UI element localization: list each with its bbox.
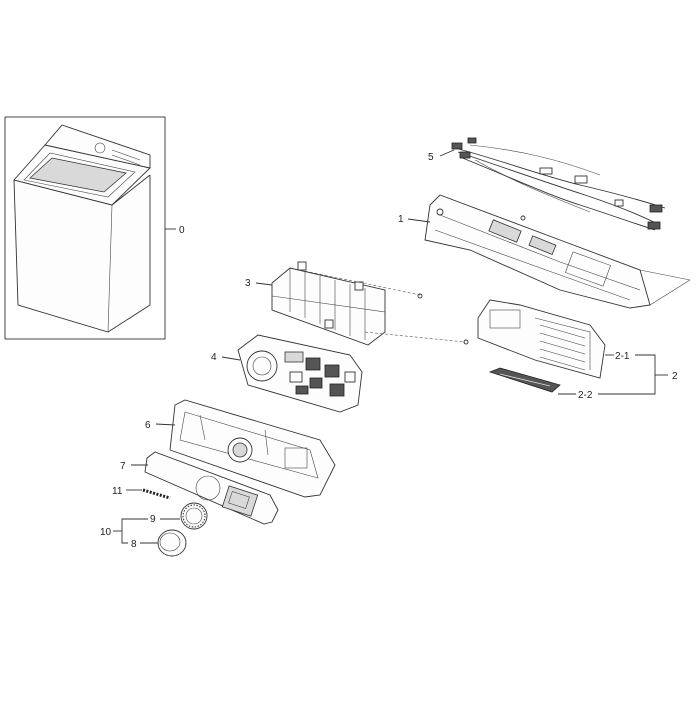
part-label-9: 9 xyxy=(150,514,156,525)
control-panel-frame xyxy=(424,194,651,309)
part-label-1: 1 xyxy=(398,214,404,225)
pcb-strip xyxy=(488,367,561,393)
part-label-2-2: 2-2 xyxy=(578,390,593,401)
part-label-0: 0 xyxy=(179,225,185,236)
knob-ring xyxy=(180,502,208,530)
knob-cap xyxy=(157,529,187,557)
washer-inset xyxy=(4,116,166,340)
part-label-2-1: 2-1 xyxy=(615,351,630,362)
wire-harness xyxy=(451,137,666,231)
bracket-2 xyxy=(598,354,656,395)
part-label-2: 2 xyxy=(672,371,678,382)
washer-cabinet xyxy=(13,175,151,333)
leader-line-1 xyxy=(407,218,431,223)
decor-panel xyxy=(144,451,279,525)
washer-inset-frame xyxy=(4,116,166,340)
part-label-4: 4 xyxy=(211,352,217,363)
pcb-cover xyxy=(271,261,386,346)
lens-strip xyxy=(142,488,171,500)
part-label-7: 7 xyxy=(120,461,126,472)
pcb-case xyxy=(477,299,606,379)
main-pcb-assembly xyxy=(237,334,363,413)
part-label-8: 8 xyxy=(131,539,137,550)
leader-line-4 xyxy=(221,356,241,361)
control-panel-housing xyxy=(169,399,336,498)
part-label-3: 3 xyxy=(245,278,251,289)
washer-control-panel xyxy=(44,124,151,169)
part-label-11: 11 xyxy=(112,486,123,497)
leader-line-3 xyxy=(255,282,273,286)
leader-line-5 xyxy=(439,149,455,157)
part-label-10: 10 xyxy=(100,527,112,538)
part-label-5: 5 xyxy=(428,152,434,163)
leader-line-6 xyxy=(155,423,176,426)
part-label-6: 6 xyxy=(145,420,151,431)
